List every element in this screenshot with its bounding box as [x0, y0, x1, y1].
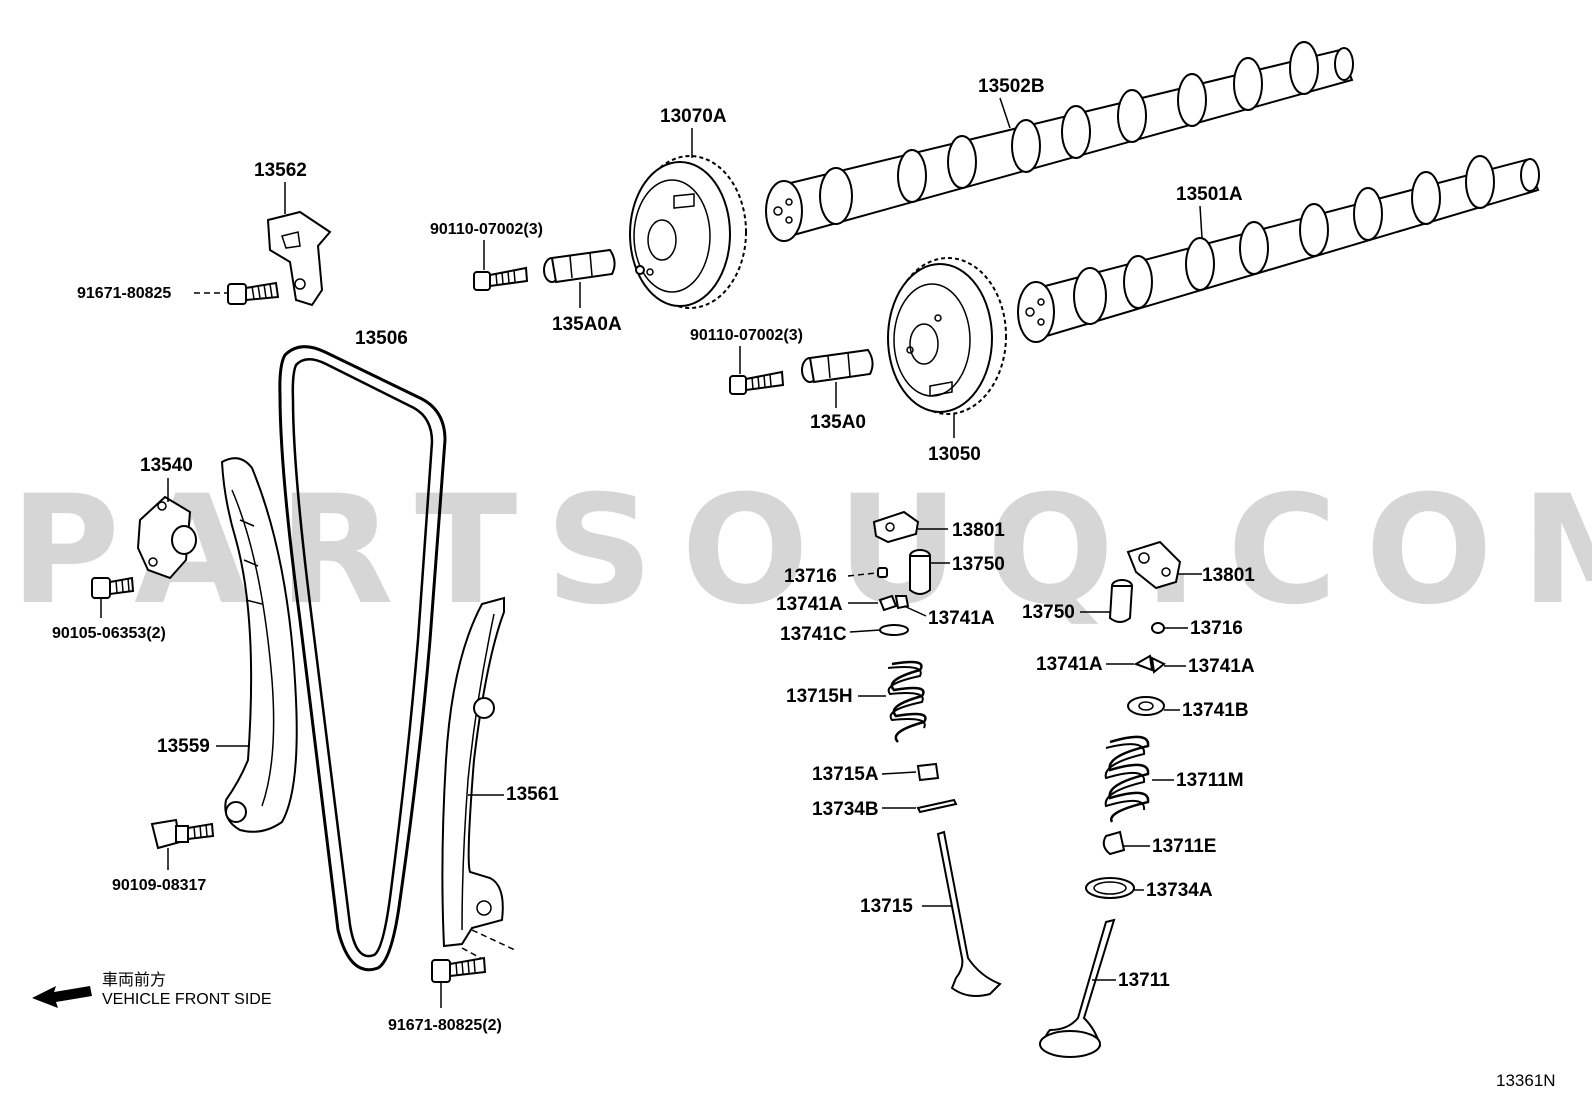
part-13559-chain-slipper[interactable] — [220, 457, 298, 833]
label-13741A-right-2: 13741A — [1188, 656, 1255, 677]
part-13715-exhaust-valve[interactable] — [936, 830, 1002, 997]
label-90110-07002-b: 90110-07002(3) — [690, 327, 803, 344]
label-13715A: 13715A — [812, 764, 879, 785]
part-13561-chain-guide[interactable] — [441, 596, 505, 948]
part-13716-left[interactable] — [877, 567, 888, 578]
arrow-left-icon — [32, 986, 92, 1008]
part-13801-rocker-arm-right[interactable] — [1126, 540, 1182, 590]
label-135A0A: 135A0A — [552, 314, 622, 335]
part-13070A-cam-sprocket[interactable] — [629, 155, 747, 309]
label-13741C: 13741C — [780, 624, 847, 645]
label-13559: 13559 — [157, 736, 210, 757]
label-13715H: 13715H — [786, 686, 853, 707]
label-13734A: 13734A — [1146, 880, 1213, 901]
label-90105-06353: 90105-06353(2) — [52, 625, 166, 642]
label-13716-right: 13716 — [1190, 618, 1243, 639]
label-90110-07002-a: 90110-07002(3) — [430, 221, 543, 238]
part-135A0-vvt-bolt[interactable] — [801, 348, 874, 384]
label-13562: 13562 — [254, 160, 307, 181]
part-13562-bracket[interactable] — [266, 210, 332, 307]
part-13734A-spring-seat[interactable] — [1085, 877, 1135, 899]
part-13502B-exhaust-camshaft[interactable] — [765, 41, 1354, 242]
bolt-90110-07002-b[interactable] — [729, 370, 785, 395]
part-13715A-valve-seal[interactable] — [916, 762, 940, 782]
part-13716-right[interactable] — [1151, 622, 1165, 634]
bolt-90110-07002-a[interactable] — [473, 266, 529, 291]
part-13711E-valve-seal[interactable] — [1102, 830, 1126, 856]
label-13741B: 13741B — [1182, 700, 1249, 721]
label-13715: 13715 — [860, 896, 913, 917]
diagram-code: 13361N — [1496, 1071, 1556, 1090]
label-13506: 13506 — [355, 328, 408, 349]
part-13506-timing-chain[interactable] — [278, 345, 447, 972]
bolt-90109-08317[interactable] — [150, 818, 215, 850]
part-13741A-valve-keepers-left[interactable] — [878, 594, 910, 612]
part-13741B-retainer[interactable] — [1127, 696, 1165, 716]
label-13711E: 13711E — [1152, 836, 1216, 857]
part-13734B-spring-seat[interactable] — [916, 798, 958, 814]
label-13711: 13711 — [1118, 970, 1170, 991]
label-13501A: 13501A — [1176, 184, 1243, 205]
label-13540: 13540 — [140, 455, 193, 476]
part-13050-cam-sprocket[interactable] — [887, 257, 1007, 415]
part-13540-tensioner[interactable] — [136, 495, 197, 580]
part-13711-intake-valve[interactable] — [1039, 918, 1116, 1058]
part-135A0A-vvt-bolt[interactable] — [543, 248, 616, 284]
label-13750-right: 13750 — [1022, 602, 1075, 623]
bolt-91671-80825-2[interactable] — [431, 956, 487, 983]
label-13741A-left-1: 13741A — [776, 594, 843, 615]
direction-jp: 車両前方 — [102, 971, 166, 989]
label-90109-08317: 90109-08317 — [112, 877, 206, 894]
part-13741C-retainer[interactable] — [879, 624, 909, 636]
label-13741A-right-1: 13741A — [1036, 654, 1103, 675]
label-13050: 13050 — [928, 444, 981, 465]
label-91671-80825-2: 91671-80825(2) — [388, 1017, 502, 1034]
label-13734B: 13734B — [812, 799, 879, 820]
label-13741A-left-2: 13741A — [928, 608, 995, 629]
label-13561: 13561 — [506, 784, 559, 805]
part-13750-lash-adjuster-right[interactable] — [1108, 579, 1134, 623]
part-13801-rocker-arm-left[interactable] — [872, 510, 920, 544]
direction-en: VEHICLE FRONT SIDE — [102, 991, 272, 1008]
part-13741A-valve-keepers-right[interactable] — [1133, 654, 1166, 674]
part-13750-lash-adjuster-left[interactable] — [909, 549, 931, 595]
bolt-90105-06353[interactable] — [91, 576, 135, 599]
part-13501A-intake-camshaft[interactable] — [1017, 155, 1540, 343]
label-135A0: 135A0 — [810, 412, 866, 433]
part-13715H-valve-spring[interactable] — [887, 660, 927, 743]
label-13801-right: 13801 — [1202, 565, 1255, 586]
label-91671-80825: 91671-80825 — [77, 285, 171, 302]
bolt-91671-80825[interactable] — [227, 281, 280, 305]
label-13502B: 13502B — [978, 76, 1045, 97]
label-13750-left: 13750 — [952, 554, 1005, 575]
label-13070A: 13070A — [660, 106, 727, 127]
label-13711M: 13711M — [1176, 770, 1244, 791]
label-13801-left: 13801 — [952, 520, 1005, 541]
label-13716-left: 13716 — [784, 566, 837, 587]
part-13711M-valve-spring[interactable] — [1104, 735, 1150, 823]
